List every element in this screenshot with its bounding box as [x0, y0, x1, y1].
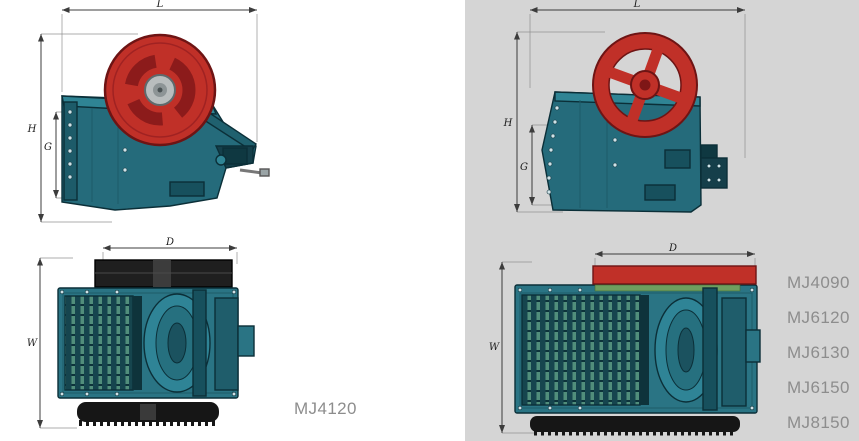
dimension-length: L — [529, 0, 746, 158]
flywheel-edge-gear — [77, 402, 219, 426]
side-view-left: L H G — [27, 0, 270, 223]
dimension-label-d: D — [165, 237, 174, 248]
crusher-top-body — [514, 265, 761, 436]
dimension-label-l: L — [156, 0, 164, 10]
model-caption: MJ4120 — [294, 399, 357, 418]
green-strip — [594, 284, 741, 292]
dimension-label-w: W — [27, 338, 38, 349]
dimension-width: W — [27, 257, 77, 429]
model-list-item: MJ6150 — [787, 378, 850, 397]
model-list-item: MJ6130 — [787, 343, 850, 362]
side-view-right: L H G — [503, 0, 746, 213]
dimension-label-g: G — [44, 142, 52, 153]
dimension-label-l: L — [633, 0, 641, 10]
model-list-item: MJ6120 — [787, 308, 850, 327]
jaw-plates — [64, 295, 134, 391]
dimension-label-h: H — [27, 124, 37, 135]
dimension-height: H — [503, 31, 605, 213]
model-list-item: MJ8150 — [787, 413, 850, 432]
flywheel-edge-gear — [530, 416, 740, 436]
model-list-item: MJ4090 — [787, 273, 850, 292]
dimension-label-h: H — [503, 118, 513, 129]
top-view-left: D W — [27, 237, 255, 429]
jaw-plates — [521, 294, 641, 406]
dimension-label-w: W — [489, 342, 500, 353]
flywheel-spoked — [592, 32, 698, 138]
dimension-length: L — [61, 0, 258, 142]
dimension-label-d: D — [668, 243, 677, 254]
flywheel-solid — [103, 33, 217, 147]
dimension-height: H — [27, 33, 138, 223]
dimension-width: W — [489, 261, 536, 434]
crusher-top-body — [57, 259, 255, 426]
dimension-depth: D — [594, 243, 756, 266]
top-view-right: D W — [489, 243, 761, 436]
model-list: MJ4090 MJ6120 MJ6130 MJ6150 MJ8150 — [787, 265, 850, 440]
flywheel-band-red — [592, 265, 757, 285]
dimension-label-g: G — [520, 162, 528, 173]
